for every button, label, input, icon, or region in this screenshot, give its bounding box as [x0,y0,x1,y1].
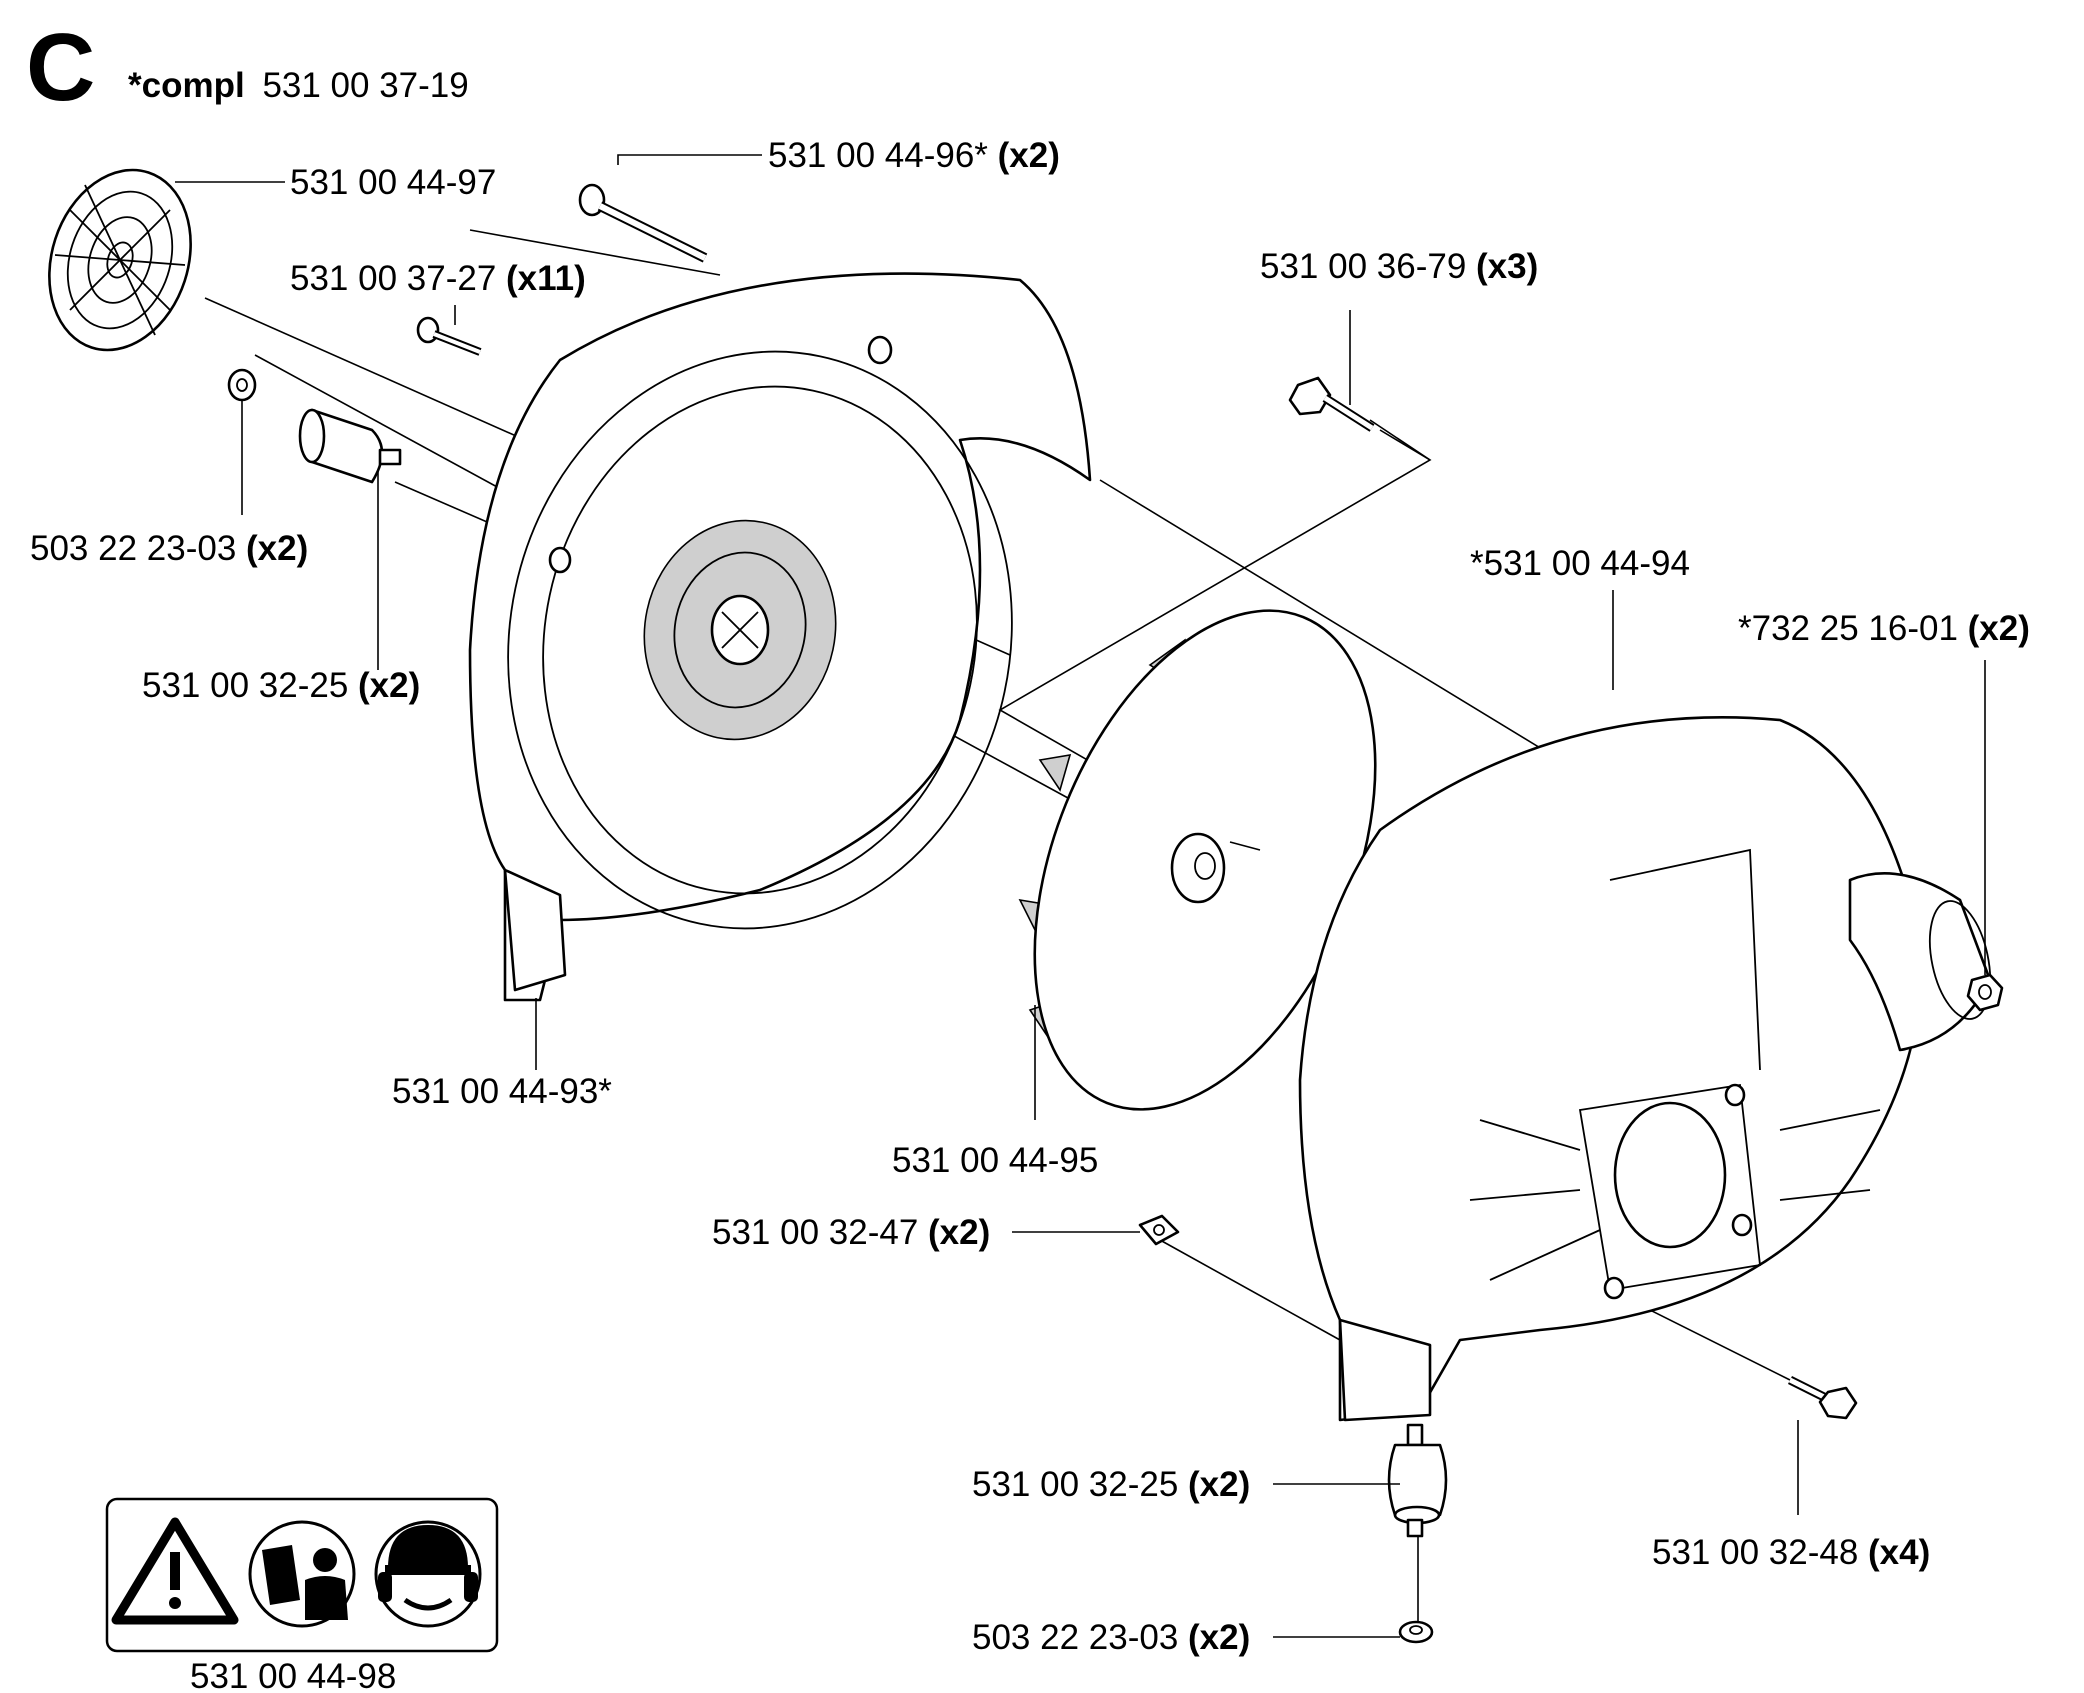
label-rear-housing: *531 00 44-94 [1470,544,1690,583]
label-screw-x11: 531 00 37-27 (x11) [290,259,586,298]
warning-decal [105,1497,499,1653]
fan-grille-part [48,168,192,352]
label-nut-right: *732 25 16-01 (x2) [1738,609,2030,648]
washer-left-part [227,368,257,402]
label-long-screw: 531 00 44-96* (x2) [768,136,1060,175]
label-washer-left: 503 22 23-03 (x2) [30,529,308,568]
label-screw-x4: 531 00 32-48 (x4) [1652,1533,1930,1572]
compl-prefix: *compl [128,66,245,105]
section-letter: C [26,14,95,121]
damper-bottom-part [1387,1423,1448,1538]
screw-x3-part [1288,376,1375,432]
label-fan-wheel: 531 00 44-95 [892,1141,1098,1180]
read-manual-icon [248,1520,356,1628]
long-screw-part [578,183,708,263]
label-fan-grille: 531 00 44-97 [290,163,496,202]
part-labels: 531 00 44-97 531 00 44-96* (x2) 531 00 3… [30,136,2030,1693]
label-screw-x3: 531 00 36-79 (x3) [1260,247,1538,286]
nut-right-part [1966,973,2004,1012]
ear-eye-protection-icon [374,1520,482,1628]
label-damper-bottom: 531 00 32-25 (x2) [972,1465,1250,1504]
damper-left-part [298,408,402,484]
complete-assembly-label: *compl 531 00 37-19 [128,66,469,105]
warning-triangle-icon [111,1517,239,1625]
label-washer-bottom: 503 22 23-03 (x2) [972,1618,1250,1657]
square-nut-part [1138,1214,1180,1246]
label-warning-decal: 531 00 44-98 [190,1657,396,1693]
front-housing-part [468,272,1092,1002]
washer-bottom-part [1398,1620,1434,1644]
compl-number: 531 00 37-19 [262,66,468,105]
rear-housing-part [1298,716,1992,1422]
label-front-housing: 531 00 44-93* [392,1072,612,1111]
label-damper-left: 531 00 32-25 (x2) [142,666,420,705]
screw-x11-part [416,316,482,356]
label-square-nut: 531 00 32-47 (x2) [712,1213,990,1252]
leader-lines [175,154,1986,1638]
screw-x4-part [1787,1375,1858,1420]
